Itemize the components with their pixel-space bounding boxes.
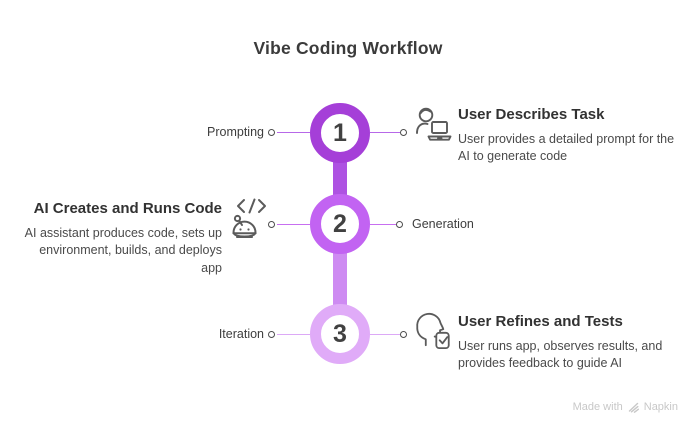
step3-circle: 3	[310, 304, 370, 364]
step2-left-line	[277, 223, 310, 225]
step3-heading: User Refines and Tests	[458, 313, 623, 330]
step1-side-label: Prompting	[207, 125, 264, 139]
connector-step2-step3	[333, 250, 347, 312]
watermark-prefix: Made with	[572, 401, 623, 413]
step3-right-line	[370, 333, 400, 335]
step2-heading: AI Creates and Runs Code	[33, 200, 222, 217]
step3-number: 3	[333, 319, 347, 348]
step2-description: AI assistant produces code, sets up envi…	[24, 226, 222, 275]
napkin-feather-icon	[627, 401, 640, 413]
connector-step1-step2	[333, 150, 347, 202]
step1-heading: User Describes Task	[458, 106, 605, 123]
step1-right-endpoint	[400, 128, 407, 136]
step3-right-endpoint	[400, 330, 407, 338]
page-title: Vibe Coding Workflow	[253, 38, 443, 58]
step2-right-endpoint	[396, 220, 403, 228]
step3-left-endpoint	[268, 330, 275, 338]
step1-number: 1	[333, 118, 347, 147]
step2-side-label: Generation	[412, 217, 474, 231]
user-laptop-icon	[410, 104, 454, 148]
step2-text-block: AI Creates and Runs Code AI assistant pr…	[22, 200, 222, 277]
step2-right-line	[370, 223, 396, 225]
robot-code-icon	[226, 196, 272, 244]
step1-right-line	[370, 131, 400, 133]
step2-number: 2	[333, 209, 347, 238]
step2-circle: 2	[310, 194, 370, 254]
watermark-brand: Napkin	[643, 401, 678, 413]
step3-side-label: Iteration	[218, 327, 264, 341]
step1-circle: 1	[310, 103, 370, 163]
step1-text-block: User Describes Task User provides a deta…	[458, 106, 690, 166]
step3-text-block: User Refines and Tests User runs app, ob…	[458, 313, 690, 373]
step1-description: User provides a detailed prompt for the …	[458, 132, 675, 164]
step3-left-line	[277, 333, 310, 335]
watermark: Made with Napkin	[573, 401, 678, 413]
step2-left-endpoint	[268, 220, 275, 228]
step3-description: User runs app, observes results, and pro…	[458, 339, 663, 371]
step1-left-line	[277, 131, 310, 133]
head-check-icon	[410, 307, 454, 351]
step1-left-endpoint	[268, 128, 275, 136]
